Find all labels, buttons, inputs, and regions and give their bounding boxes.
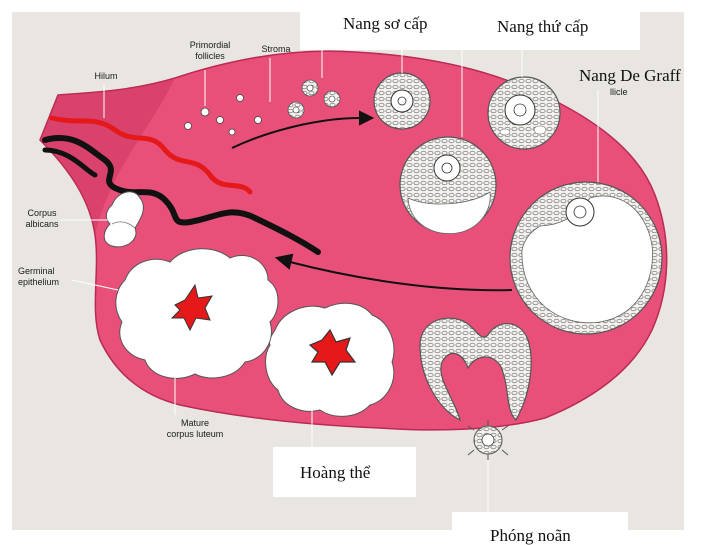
graafian-follicle bbox=[510, 182, 662, 334]
label-mature-corpus-luteum-2: corpus luteum bbox=[167, 429, 224, 439]
label-primordial-follicles-2: follicles bbox=[195, 51, 225, 61]
secondary-follicle-left bbox=[400, 137, 496, 234]
label-germinal-epithelium-2: epithelium bbox=[18, 277, 59, 287]
label-germinal-epithelium: Germinal bbox=[18, 266, 55, 276]
label-secondary-follicle: Nang thứ cấp bbox=[497, 17, 588, 36]
forming-corpus-luteum bbox=[266, 303, 394, 416]
label-ovulation: Phóng noãn bbox=[490, 526, 571, 545]
label-graafian-follicle: Nang De Graff bbox=[579, 66, 681, 85]
label-follicle-partial: llicle bbox=[610, 87, 628, 97]
label-mature-corpus-luteum: Mature bbox=[181, 418, 209, 428]
label-primordial-follicles: Primordial bbox=[190, 40, 231, 50]
primary-follicle bbox=[374, 73, 430, 129]
label-corpus-albicans: Corpus bbox=[27, 208, 57, 218]
label-primary-follicle: Nang sơ cấp bbox=[343, 14, 428, 33]
label-corpus-luteum-vn: Hoàng thể bbox=[300, 463, 371, 482]
mature-corpus-luteum bbox=[116, 249, 278, 379]
label-corpus-albicans-2: albicans bbox=[25, 219, 59, 229]
label-stroma: Stroma bbox=[261, 44, 290, 54]
secondary-follicle bbox=[488, 77, 560, 149]
label-hilum: Hilum bbox=[94, 71, 117, 81]
